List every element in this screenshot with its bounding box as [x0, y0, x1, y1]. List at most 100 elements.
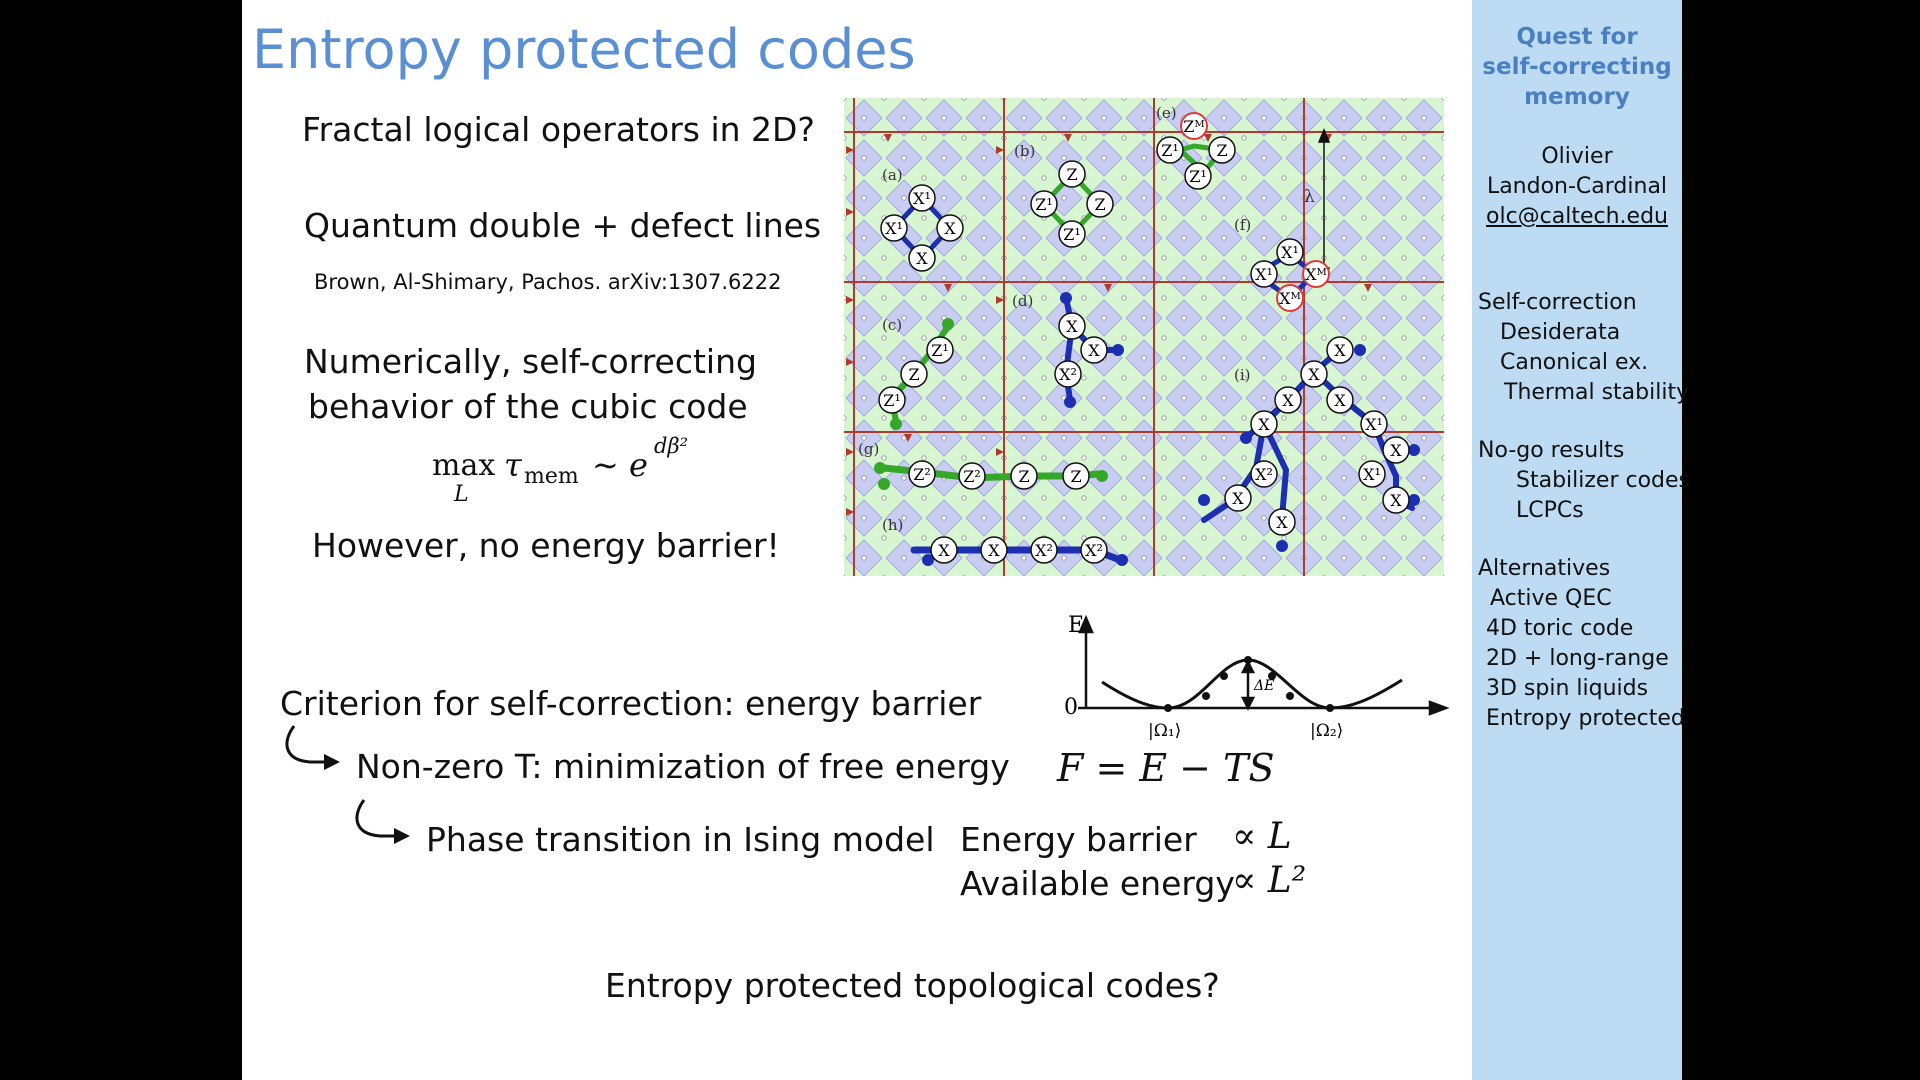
author-first-name: Olivier: [1541, 144, 1613, 169]
sidebar-item-alternatives[interactable]: Alternatives: [1478, 556, 1611, 581]
sidebar-heading-line-2: self-correcting: [1482, 54, 1672, 80]
node-d1: X: [1066, 317, 1078, 336]
node-g4: Z: [1070, 467, 1081, 486]
sidebar-item-stabilizer-codes[interactable]: Stabilizer codes: [1516, 468, 1691, 493]
node-i9: X¹: [1363, 465, 1381, 484]
y-axis-label: E: [1068, 614, 1084, 638]
node-f1: X¹: [1281, 243, 1299, 262]
sidebar-heading-line-3: memory: [1524, 84, 1630, 110]
numerics-line-1: Numerically, self-correcting: [304, 342, 757, 381]
node-h3: X²: [1035, 541, 1053, 560]
node-i10: X: [1232, 489, 1244, 508]
panel-label-c: (c): [882, 316, 902, 334]
formula-subscript: L: [454, 482, 469, 507]
lambda-label: λ: [1304, 187, 1315, 207]
sidebar-item-canonical-ex[interactable]: Canonical ex.: [1500, 350, 1649, 375]
node-e2: Z: [1216, 141, 1227, 160]
node-f3: Xᴹ: [1279, 289, 1301, 308]
node-d3: X²: [1059, 365, 1077, 384]
criterion-line: Criterion for self-correction: energy ba…: [280, 684, 982, 723]
node-i7: X: [1390, 441, 1402, 460]
question-fractal: Fractal logical operators in 2D?: [302, 110, 815, 149]
sidebar-section-no-go: No-go results Stabilizer codes LCPCs: [1478, 436, 1691, 526]
panel-label-a: (a): [882, 166, 903, 184]
available-energy-label: Available energy: [960, 864, 1235, 903]
node-i5: X: [1258, 415, 1270, 434]
sidebar-item-active-qec[interactable]: Active QEC: [1490, 586, 1612, 611]
node-i1: X: [1334, 341, 1346, 360]
node-g3: Z: [1018, 467, 1029, 486]
node-h4: X²: [1085, 541, 1103, 560]
sidebar-author: Olivier Landon-Cardinal olc@caltech.edu: [1472, 142, 1682, 232]
node-f2: Xᴹ: [1305, 265, 1327, 284]
node-i2: X: [1308, 365, 1320, 384]
sidebar-item-2d-long-range[interactable]: 2D + long-range: [1486, 646, 1669, 671]
node-i6: X¹: [1365, 415, 1383, 434]
node-c3: Z¹: [883, 391, 901, 410]
energy-barrier-scaling: ∝ L: [1232, 816, 1292, 857]
phase-transition-line: Phase transition in Ising model: [426, 820, 935, 859]
curved-arrow-2-icon: [355, 799, 410, 844]
sidebar-item-3d-spin-liquids[interactable]: 3D spin liquids: [1486, 676, 1649, 701]
sidebar-item-desiderata[interactable]: Desiderata: [1500, 320, 1621, 345]
curved-arrow-1-icon: [285, 725, 340, 770]
nonzero-t-line: Non-zero T: minimization of free energy: [356, 747, 1010, 786]
lattice-background: [844, 98, 1444, 576]
node-e3: Z¹: [1189, 167, 1207, 186]
omega1-label: |Ω₁⟩: [1148, 721, 1181, 741]
node-a2: X: [944, 219, 956, 238]
node-b4: Z¹: [1035, 195, 1053, 214]
node-e4: Z¹: [1161, 141, 1179, 160]
citation: Brown, Al-Shimary, Pachos. arXiv:1307.62…: [314, 270, 782, 294]
free-energy-formula: F = E − TS: [1057, 746, 1275, 790]
node-i11: X: [1390, 491, 1402, 510]
memory-time-formula: max L τ mem ∼ e dβ²: [432, 434, 762, 510]
sidebar-item-no-go-results[interactable]: No-go results: [1478, 438, 1625, 463]
sidebar-section-self-correction: Self-correction Desiderata Canonical ex.…: [1478, 288, 1690, 408]
x-axis-arrow: [1428, 700, 1450, 716]
node-i12: X: [1276, 513, 1288, 532]
author-last-name: Landon-Cardinal: [1486, 174, 1668, 199]
sidebar-item-self-correction[interactable]: Self-correction: [1478, 290, 1637, 315]
energy-barrier-label: Energy barrier: [960, 820, 1197, 859]
node-i3: X: [1282, 391, 1294, 410]
node-b1: Z: [1066, 165, 1077, 184]
panel-label-g: (g): [858, 440, 879, 458]
panel-label-d: (d): [1012, 292, 1033, 310]
defect-lines: [844, 98, 1444, 576]
panel-label-f: (f): [1234, 216, 1251, 234]
sidebar-item-lcpcs[interactable]: LCPCs: [1516, 498, 1584, 523]
no-barrier-line: However, no energy barrier!: [312, 526, 780, 565]
node-a1: X¹: [913, 189, 931, 208]
sidebar-item-entropy-protected[interactable]: Entropy protected: [1486, 706, 1685, 731]
sidebar-heading-line-1: Quest for: [1516, 24, 1638, 50]
node-i8: X²: [1255, 465, 1273, 484]
delta-e-label: ΔE: [1253, 678, 1274, 694]
sidebar-item-thermal-stability[interactable]: Thermal stability: [1504, 380, 1690, 405]
node-a4: X¹: [885, 219, 903, 238]
sidebar-section-alternatives: Alternatives Active QEC 4D toric code 2D…: [1478, 554, 1688, 734]
panel-label-b: (b): [1014, 142, 1035, 160]
slide: Entropy protected codes Fractal logical …: [242, 0, 1472, 1080]
sidebar-item-4d-toric-code[interactable]: 4D toric code: [1486, 616, 1634, 641]
formula-mem: mem: [524, 464, 579, 489]
node-g1: Z²: [913, 465, 931, 484]
node-i4: X: [1334, 391, 1346, 410]
node-c1: Z¹: [931, 341, 949, 360]
quantum-double-line: Quantum double + defect lines: [304, 206, 822, 245]
slide-title: Entropy protected codes: [252, 18, 916, 81]
panel-label-h: (h): [882, 516, 903, 534]
energy-landscape-graph: E 0 ΔE |Ω₁⟩ |Ω₂⟩: [1064, 614, 1450, 741]
node-g2: Z²: [963, 467, 981, 486]
navigation-sidebar: Quest for self-correcting memory Olivier…: [1472, 0, 1690, 1080]
zero-label: 0: [1064, 695, 1078, 720]
numerics-line-2: behavior of the cubic code: [308, 387, 748, 426]
omega2-label: |Ω₂⟩: [1310, 721, 1343, 741]
author-email-link[interactable]: olc@caltech.edu: [1486, 204, 1668, 229]
panel-label-e: (e): [1156, 104, 1177, 122]
node-b2: Z: [1094, 195, 1105, 214]
node-h2: X: [988, 541, 1000, 560]
node-h1: X: [938, 541, 950, 560]
node-d2: X: [1088, 341, 1100, 360]
node-f4: X¹: [1255, 265, 1273, 284]
